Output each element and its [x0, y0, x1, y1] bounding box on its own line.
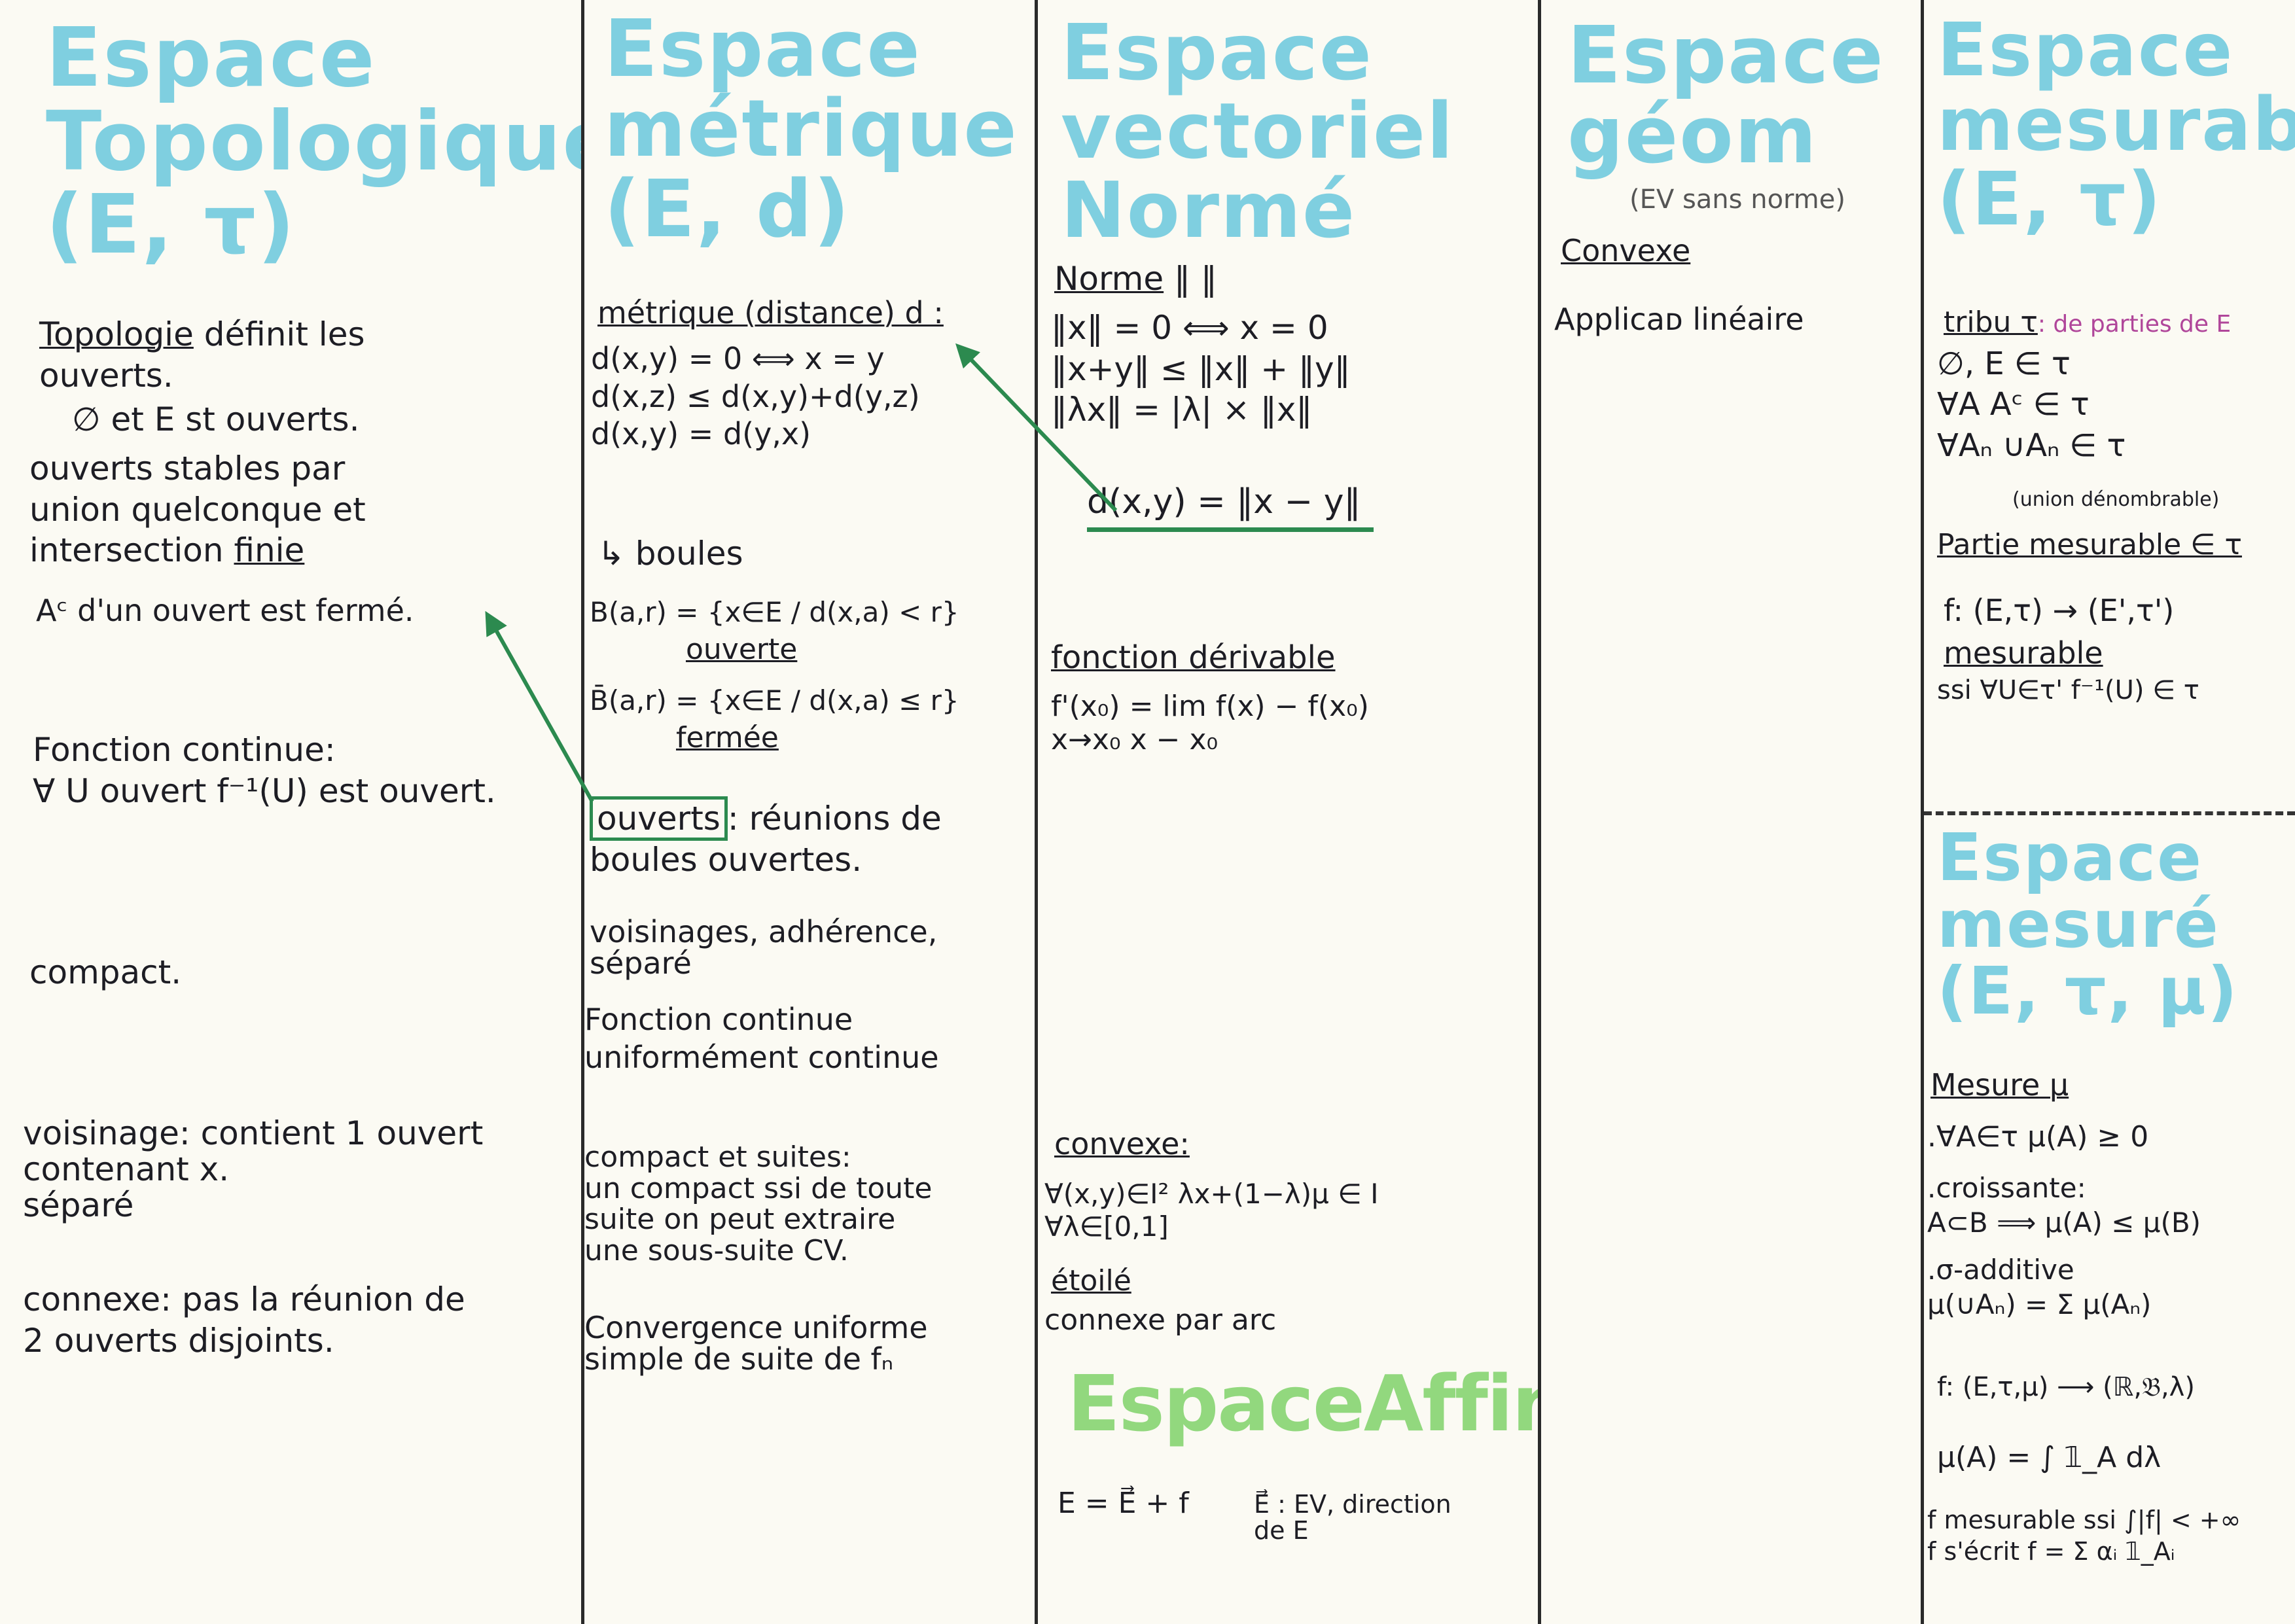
connexe-par-arc: connexe par arc: [1044, 1303, 1277, 1337]
open-sets-stable-text: ouverts stables par union quelconque et …: [29, 450, 366, 569]
union-note: (union dénombrable): [2012, 488, 2220, 511]
norm-label: Norme: [1054, 260, 1164, 298]
topologie-text: définit les ouverts.: [39, 315, 365, 395]
open-ball-word: ouverte: [686, 633, 798, 666]
tribu-heading: tribu τ: de parties de E: [1944, 304, 2231, 340]
topologie-definition: Topologie définit les ouverts.: [39, 314, 365, 396]
column-normed-vector-space: Espace vectoriel Normé Norme ‖ ‖ ‖x‖ = 0…: [1038, 0, 1541, 1624]
voisinages-metric: voisinages, adhérence, séparé: [590, 914, 938, 981]
closed-ball-formula: B̄(a,r) = {x∈E / d(x,a) ≤ r}: [590, 684, 959, 716]
ouverts-boxed: ouverts: [590, 796, 728, 841]
ouverts-rest: : réunions de boules ouvertes.: [590, 800, 942, 879]
compact-topo: compact.: [29, 953, 182, 991]
metric-label: métrique (distance) d :: [597, 295, 944, 330]
closed-ball-word: fermée: [676, 721, 779, 754]
geometric-subtitle: (EV sans norme): [1629, 185, 1845, 215]
convexe-label: convexe:: [1054, 1126, 1190, 1161]
etoile-label: étoilé: [1051, 1264, 1131, 1297]
section-divider: [1924, 811, 2295, 815]
convexe-definition: ∀(x,y)∈I² λx+(1−λ)μ ∈ I ∀λ∈[0,1]: [1044, 1178, 1379, 1243]
continuous-function-topo: Fonction continue: ∀ U ouvert f⁻¹(U) est…: [33, 731, 496, 810]
tribu-note: : de parties de E: [2037, 311, 2232, 338]
affine-direction: E⃗ : EV, direction de E: [1254, 1490, 1451, 1545]
derivative-formula: f'(x₀) = lim f(x) − f(x₀) x→x₀ x − x₀: [1051, 690, 1369, 756]
title-topological-space: Espace Topologique (E, τ): [46, 10, 584, 272]
distance-from-norm: d(x,y) = ‖x − y‖: [1087, 481, 1374, 532]
voisinage-topo: voisinage: contient 1 ouvert contenant x…: [23, 1114, 484, 1224]
compact-sequences: compact et suites: un compact ssi de tou…: [584, 1140, 933, 1267]
column-metric-space: Espace métrique (E, d) métrique (distanc…: [584, 0, 1038, 1624]
open-ball-formula: B(a,r) = {x∈E / d(x,a) < r}: [590, 596, 959, 628]
measurable-condition: ssi ∀U∈τ' f⁻¹(U) ∈ τ: [1937, 675, 2199, 705]
measure-increasing: .croissante: A⊂B ⟹ μ(A) ≤ μ(B): [1927, 1172, 2201, 1239]
measure-label: Mesure μ: [1930, 1067, 2069, 1103]
connexe-topo: connexe: pas la réunion de 2 ouverts dis…: [23, 1280, 465, 1360]
measure-positive: .∀A∈τ μ(A) ≥ 0: [1927, 1120, 2149, 1154]
measurable-function: f mesurable ssi ∫|f| < +∞ f s'écrit f = …: [1927, 1506, 2241, 1566]
tribu-label: tribu τ: [1944, 306, 2038, 339]
measurable-part: Partie mesurable ∈ τ: [1937, 528, 2242, 561]
norm-heading: Norme ‖ ‖: [1054, 258, 1217, 300]
title-measure-space: Espace mesuré (E, τ, μ): [1937, 819, 2239, 1029]
finie-word: finie: [234, 531, 305, 569]
open-sets-stable: ouverts stables par union quelconque et …: [29, 448, 366, 571]
uniform-convergence: Convergence uniforme simple de suite de …: [584, 1310, 928, 1377]
linear-map: Applicaᴅ linéaire: [1554, 302, 1804, 337]
norm-symbol: ‖ ‖: [1164, 260, 1217, 298]
open-sets-metric: ouverts: réunions de boules ouvertes.: [590, 796, 942, 880]
title-normed-vector-space: Espace vectoriel Normé: [1061, 7, 1455, 255]
measurable-map: f: (E,τ) → (E',τ'): [1944, 593, 2175, 628]
title-metric-space: Espace métrique (E, d): [604, 4, 1018, 255]
derivable-label: fonction dérivable: [1051, 639, 1336, 676]
norm-axioms: ‖x‖ = 0 ⟺ x = 0 ‖x+y‖ ≤ ‖x‖ + ‖y‖ ‖λx‖ =…: [1051, 309, 1351, 429]
measure-integral: μ(A) = ∫ 𝟙_A dλ: [1937, 1441, 2162, 1474]
continuous-function-metric: Fonction continue uniformément continue: [584, 1002, 939, 1075]
title-affine-space: EspaceAffine: [1067, 1358, 1538, 1449]
complement-closed: Aᶜ d'un ouvert est fermé.: [36, 593, 414, 628]
tribu-axioms: ∅, E ∈ τ ∀A Aᶜ ∈ τ ∀Aₙ ∪Aₙ ∈ τ: [1937, 345, 2126, 464]
column-geometric-space: Espace géom (EV sans norme) Convexe Appl…: [1541, 0, 1924, 1624]
empty-set-open: ∅ et E st ouverts.: [72, 400, 360, 438]
measure-map: f: (E,τ,μ) ⟶ (ℝ,𝔅,λ): [1937, 1372, 2195, 1402]
balls-label: ↳ boules: [597, 535, 743, 573]
metric-axioms: d(x,y) = 0 ⟺ x = y d(x,z) ≤ d(x,y)+d(y,z…: [591, 341, 920, 451]
convexe-geom: Convexe: [1561, 233, 1691, 268]
title-measurable-space: Espace mesurable (E, τ): [1937, 8, 2295, 243]
column-topological-space: Espace Topologique (E, τ) Topologie défi…: [0, 0, 584, 1624]
topologie-label: Topologie: [39, 315, 194, 353]
measure-sigma-additive: .σ-additive μ(∪Aₙ) = Σ μ(Aₙ): [1927, 1254, 2152, 1320]
measurable-word: mesurable: [1944, 635, 2103, 671]
column-measurable-space: Espace mesurable (E, τ) tribu τ: de part…: [1924, 0, 2295, 1624]
affine-formula: E = E⃗ + f: [1058, 1487, 1189, 1520]
title-geometric-space: Espace géom: [1567, 10, 1885, 182]
